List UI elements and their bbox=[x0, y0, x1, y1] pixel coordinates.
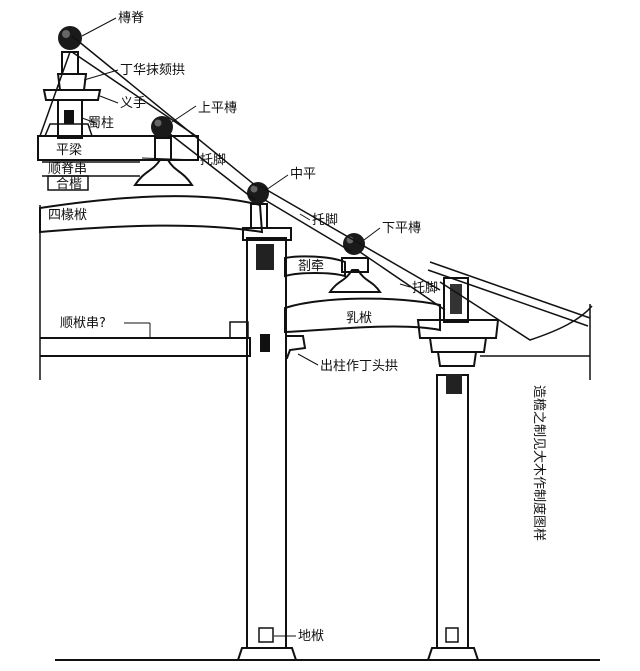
upper-purlin-post bbox=[154, 137, 172, 161]
upper-tuojiao bbox=[169, 133, 256, 201]
label-dinghua: 丁华抹颏拱 bbox=[120, 63, 185, 78]
label-shangpingtuan: 上平槫 bbox=[198, 101, 237, 116]
main-column bbox=[246, 237, 287, 649]
label-shuzhu: 蜀柱 bbox=[88, 116, 114, 131]
main-column-foot-slot bbox=[258, 627, 274, 643]
fork-hand-strut-left bbox=[39, 51, 71, 137]
rafter-line-middle bbox=[259, 185, 441, 291]
outrigger-bracket bbox=[285, 335, 307, 359]
side-note: 造檐之制见大木作制度图样 bbox=[531, 385, 547, 541]
label-zaqian: 剳牵 bbox=[298, 259, 324, 274]
middle-tuojiao bbox=[264, 199, 353, 253]
right-bracket-post-inner bbox=[450, 284, 462, 314]
label-xiapingtuan: 下平槫 bbox=[382, 221, 421, 236]
fork-hand-strut-right bbox=[71, 51, 197, 137]
label-jituo: 槫脊 bbox=[118, 11, 144, 26]
eave-rafters bbox=[427, 261, 593, 341]
label-shunjichuan: 顺脊串 bbox=[48, 162, 87, 177]
lower-purlin-bracket bbox=[328, 269, 382, 293]
right-column-base bbox=[426, 647, 480, 661]
dwarf-post-base bbox=[43, 123, 94, 137]
main-column-slot bbox=[260, 334, 270, 352]
level-beam bbox=[37, 135, 199, 161]
middle-purlin-post bbox=[250, 203, 268, 229]
lower-tuojiao bbox=[359, 251, 446, 311]
right-bracket bbox=[416, 319, 500, 367]
label-chuzhu: 出柱作丁头拱 bbox=[320, 359, 398, 374]
tie-beam-block bbox=[229, 321, 249, 339]
right-column bbox=[436, 374, 469, 649]
rufu-beam bbox=[284, 297, 441, 334]
upper-purlin-bracket bbox=[133, 159, 194, 186]
rafter-line-upper bbox=[71, 35, 257, 187]
label-rufu: 乳栿 bbox=[346, 311, 372, 326]
tie-beam bbox=[40, 337, 251, 357]
label-difu: 地栿 bbox=[298, 629, 324, 644]
label-zhongping: 中平 bbox=[290, 167, 316, 182]
label-tuojiao1: 托脚 bbox=[200, 152, 226, 168]
label-pingliang: 平梁 bbox=[56, 143, 82, 158]
label-heta: 合楷 bbox=[56, 177, 82, 192]
main-column-base bbox=[236, 647, 298, 661]
lower-purlin-block bbox=[341, 257, 369, 273]
label-chashou: 义手 bbox=[120, 96, 146, 111]
zaqian-beam bbox=[284, 255, 346, 278]
label-tuojiao3: 托脚 bbox=[412, 280, 438, 296]
main-column-block bbox=[256, 244, 274, 270]
hezha-block bbox=[47, 175, 89, 191]
right-column-block bbox=[446, 374, 462, 394]
ridge-purlin bbox=[58, 26, 82, 50]
right-column-foot-slot bbox=[445, 627, 459, 643]
label-shunfuchuan: 顺栿串? bbox=[60, 316, 106, 331]
label-siyanfu: 四椽栿 bbox=[48, 208, 87, 223]
four-rafter-beam bbox=[39, 195, 264, 234]
dwarf-post-slot bbox=[64, 110, 74, 124]
label-tuojiao2: 托脚 bbox=[312, 212, 338, 228]
